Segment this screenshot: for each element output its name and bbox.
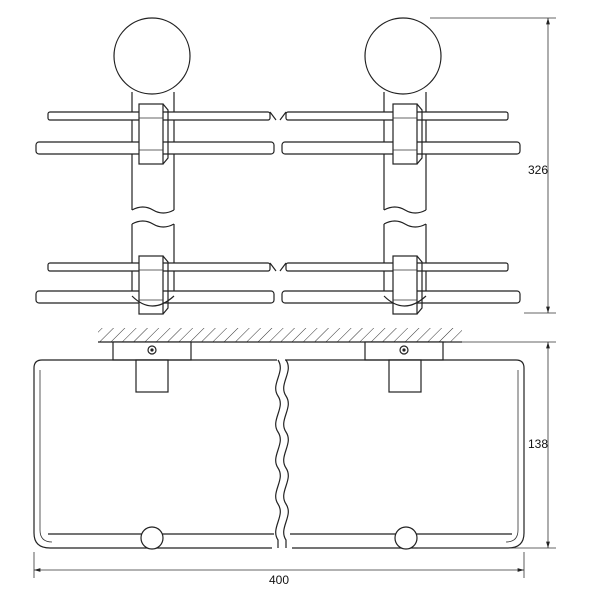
right-wall-mount xyxy=(364,341,444,393)
wall-hatching xyxy=(98,328,462,343)
upper-shelf xyxy=(35,103,521,165)
bottom-view: 138 400 xyxy=(33,328,556,587)
top-view: 326 xyxy=(35,17,556,315)
dim-326-label: 326 xyxy=(528,163,548,177)
break-lines xyxy=(275,359,289,548)
dimension-height-bottom: 138 xyxy=(418,341,556,549)
left-wall-mount xyxy=(112,341,192,393)
lower-shelf xyxy=(35,255,521,315)
dimension-width: 400 xyxy=(33,552,525,587)
top-break-marks xyxy=(269,111,287,272)
dimension-height-top: 326 xyxy=(430,17,556,314)
left-wall-disk xyxy=(113,17,191,95)
dim-400-label: 400 xyxy=(269,573,289,587)
dim-138-label: 138 xyxy=(528,437,548,451)
glass-shelf xyxy=(33,359,525,550)
right-wall-disk xyxy=(364,17,442,95)
